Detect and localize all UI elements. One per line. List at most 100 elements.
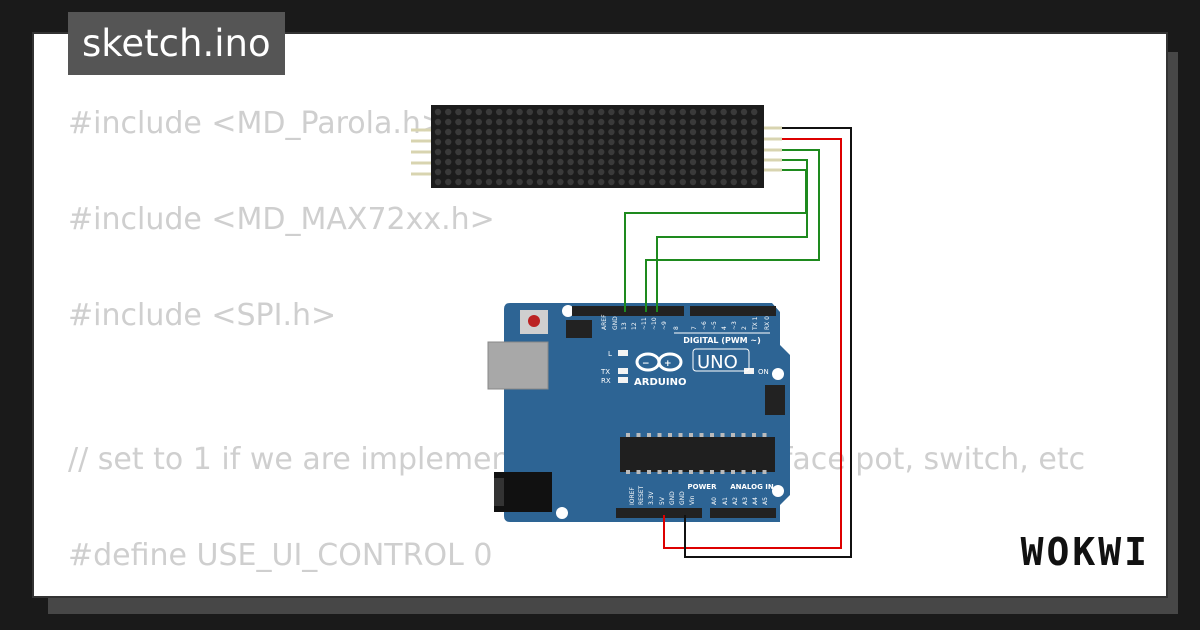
reset-button-cap[interactable] [528,315,540,327]
power-jack-inner [494,478,504,506]
matrix-led [628,148,635,156]
matrix-led [689,128,697,136]
matrix-led [434,138,442,146]
wire-red-vcc[interactable] [663,138,842,549]
matrix-led [434,128,442,136]
mounting-hole [772,368,784,380]
digital-pin-label: ~9 [661,321,668,330]
matrix-led [598,138,605,146]
chip-pin [678,470,683,474]
matrix-led [669,148,676,156]
matrix-led [465,108,472,116]
matrix-led [710,148,717,156]
matrix-led [730,118,737,126]
chip-pin [678,433,683,437]
matrix-led [567,108,574,116]
matrix-led [740,108,748,116]
matrix-led [720,138,727,146]
matrix-led [740,138,748,146]
matrix-led [740,168,748,176]
matrix-led [445,118,452,126]
matrix-led [536,108,544,116]
matrix-right-pins [764,126,782,172]
analog-pin-label: A2 [732,497,739,505]
wire-black-gnd[interactable] [684,127,852,558]
digital-pin-label: GND [612,316,619,330]
matrix-led [475,178,482,186]
matrix-led [455,108,462,116]
matrix-led [751,128,758,136]
matrix-led [598,168,605,176]
matrix-led [618,138,625,146]
matrix-led [445,148,452,156]
matrix-led [649,138,656,146]
matrix-led [598,118,605,126]
matrix-led [628,178,635,186]
digital-pin-label: 2 [741,326,748,330]
matrix-led [740,148,748,156]
file-name-tab[interactable]: sketch.ino [68,12,285,75]
wire-green-clk[interactable] [624,169,807,312]
matrix-led [567,178,574,186]
power-pin-label: 5V [659,496,666,505]
matrix-led [475,168,482,176]
matrix-led [577,158,584,166]
matrix-led [598,148,605,156]
matrix-led [536,168,544,176]
analog-header [710,508,776,518]
matrix-led [547,138,554,146]
chip-pin [741,470,746,474]
matrix-led [485,148,493,156]
power-pin-label: GND [669,491,676,505]
matrix-led [608,108,615,116]
matrix-led [496,148,503,156]
matrix-led [689,148,697,156]
matrix-led [710,108,717,116]
matrix-led [445,128,452,136]
matrix-led [547,158,554,166]
matrix-led [577,168,584,176]
matrix-led [485,108,493,116]
matrix-led [720,118,727,126]
matrix-led [526,168,533,176]
chip-pin [657,433,662,437]
matrix-led [618,168,625,176]
matrix-led [659,118,666,126]
wire-green-cs[interactable] [656,159,808,312]
matrix-led [720,128,727,136]
matrix-led [536,178,544,186]
analog-pin-label: A1 [722,497,729,505]
led-matrix-display[interactable] [411,105,782,188]
matrix-led [485,128,493,136]
matrix-led [608,168,615,176]
digital-pin-label: 8 [673,326,680,330]
matrix-led [649,158,656,166]
wire-green-din[interactable] [645,149,820,312]
matrix-led [700,138,707,146]
matrix-led [689,178,697,186]
matrix-led [720,178,727,186]
code-line: #include <MD_Parola.h> [68,106,447,141]
matrix-led [659,138,666,146]
matrix-led [516,178,523,186]
chip-pin [668,433,672,437]
power-header [616,508,702,518]
matrix-led [506,168,513,176]
wokwi-logo[interactable]: WOKWI [1020,530,1150,574]
matrix-led [547,108,554,116]
analog-pin-label: A5 [762,497,769,505]
matrix-led [710,138,717,146]
matrix-led [689,168,697,176]
matrix-led [455,158,462,166]
analog-header-label: ANALOG IN [730,483,774,491]
matrix-led [455,118,462,126]
matrix-led [506,178,513,186]
matrix-led [445,138,452,146]
led-label-l: L [608,350,612,358]
uno-badge-frame [692,348,750,372]
matrix-led [669,108,676,116]
matrix-led [496,138,503,146]
chip-pin [699,433,704,437]
